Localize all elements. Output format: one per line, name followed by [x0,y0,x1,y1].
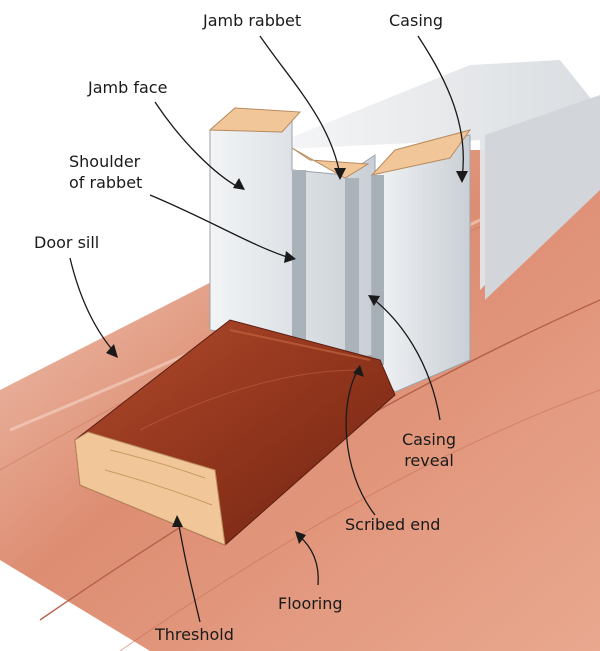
label-door-sill: Door sill [34,233,100,252]
label-shoulder-line2: of rabbet [69,173,143,192]
label-jamb-face: Jamb face [88,78,168,97]
casing [370,129,472,393]
label-shoulder-of-rabbet: Shoulder of rabbet [69,151,142,193]
label-shoulder-line1: Shoulder [69,152,141,171]
label-threshold: Threshold [155,625,234,644]
label-casing-reveal: Casing reveal [402,429,456,471]
label-casing: Casing [389,11,444,30]
label-jamb-rabbet: Jamb rabbet [203,11,302,30]
leader-lines [69,35,464,623]
label-flooring: Flooring [278,594,343,613]
threshold-block [74,319,396,546]
label-casing-reveal-line1: Casing [402,430,457,449]
back-wall [260,60,600,300]
label-scribed-end: Scribed end [345,515,441,534]
arrow-heads [106,168,468,544]
label-casing-reveal-line2: reveal [404,451,454,470]
jamb [208,107,376,361]
